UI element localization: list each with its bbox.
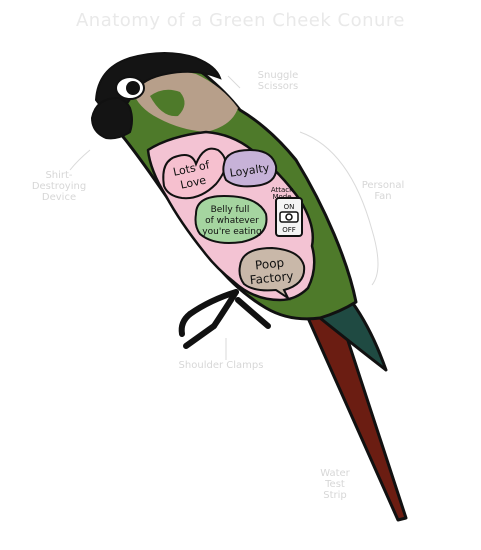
personal-fan-label: Personal Fan: [348, 180, 418, 202]
shirt-line-3: Device: [41, 192, 77, 203]
poop-text-2: Factory: [249, 269, 294, 288]
shirt-line-1: Shirt-: [45, 170, 73, 181]
poop-bubble-icon: [238, 246, 306, 301]
water-line-1: Water: [320, 468, 350, 479]
head-green-icon: [150, 89, 185, 117]
switch-off-text: OFF: [282, 226, 296, 234]
loyalty-bubble-icon: [222, 148, 278, 188]
loyalty-text: Loyalty: [229, 161, 271, 179]
claws-icon: [178, 289, 271, 349]
snuggle-line-1: Snuggle: [257, 70, 299, 81]
poop-text-1: Poop: [254, 256, 284, 273]
eye-icon: [115, 76, 145, 100]
annotation-lines: [69, 75, 379, 360]
water-test-strip-label: Water Test Strip: [300, 468, 370, 501]
attack-text-2: Mode: [272, 193, 291, 201]
attack-switch-icon: [275, 197, 303, 237]
belly-bubble-icon: [194, 194, 268, 244]
belly-text-1: Belly full: [211, 205, 250, 215]
shirt-destroying-device-label: Shirt- Destroying Device: [24, 170, 94, 203]
belly-text-3: you're eating: [202, 227, 261, 237]
personal-line-1: Personal: [361, 180, 405, 191]
snuggle-line-2: Scissors: [257, 81, 299, 92]
beak-icon: [90, 96, 133, 140]
water-line-2: Test: [325, 479, 345, 490]
page-title: Anatomy of a Green Cheek Conure: [75, 10, 406, 31]
snuggle-scissors-label: Snuggle Scissors: [238, 70, 318, 92]
love-heart-icon: [162, 147, 227, 200]
shirt-line-2: Destroying: [31, 181, 87, 192]
shoulder-clamps-label: Shoulder Clamps: [178, 360, 264, 371]
belly-text-2: of whatever: [205, 216, 259, 226]
water-line-3: Strip: [323, 490, 347, 501]
switch-on-text: ON: [284, 203, 295, 211]
attack-text-1: Attack: [271, 186, 294, 194]
personal-line-2: Fan: [374, 191, 392, 202]
cheek-patch-icon: [132, 71, 238, 132]
love-text-2: Love: [179, 173, 207, 191]
